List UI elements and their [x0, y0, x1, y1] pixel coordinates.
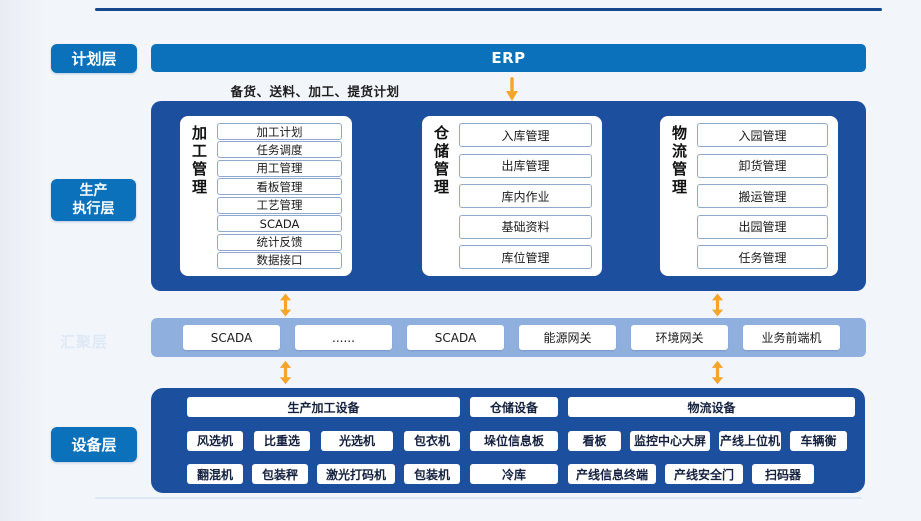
double-vertical-arrow-icon [711, 293, 724, 317]
double-vertical-arrow-icon [279, 360, 292, 385]
double-vertical-arrow-icon [279, 293, 292, 317]
device-row: 产线信息终端 产线安全门 扫码器 [568, 464, 855, 484]
device-row: 垛位信息板 [470, 430, 558, 451]
card-logistics-management: 物流管理 入园管理 卸货管理 搬运管理 出园管理 任务管理 [660, 116, 838, 276]
device-item: 监控中心大屏 [630, 430, 710, 451]
bottom-divider [95, 497, 862, 499]
device-group-warehouse: 仓储设备 垛位信息板 冷库 [470, 397, 558, 484]
device-row: 看板 监控中心大屏 产线上位机 车辆衡 [568, 430, 855, 451]
module-item: 卸货管理 [697, 153, 828, 178]
layer-label-aggregation: 汇聚层 [60, 333, 109, 351]
agg-node: 业务前端机 [743, 325, 840, 350]
module-item: SCADA [217, 215, 342, 233]
layer-label-device-text: 设备层 [71, 436, 117, 454]
device-group-logistics: 物流设备 看板 监控中心大屏 产线上位机 车辆衡 产线信息终端 产线安全门 扫码… [568, 397, 855, 484]
device-item: 包装秤 [252, 464, 308, 484]
device-item: 光选机 [321, 430, 393, 451]
aggregation-bar: SCADA ...... SCADA 能源网关 环境网关 业务前端机 [151, 318, 866, 357]
card-title-warehouse: 仓储管理 [432, 125, 450, 197]
device-item: 产线信息终端 [568, 464, 656, 484]
device-item: 包装机 [404, 464, 460, 484]
erp-bar: ERP [151, 44, 866, 72]
device-item: 垛位信息板 [470, 430, 558, 451]
module-item: 加工计划 [217, 123, 342, 140]
device-item: 产线安全门 [665, 464, 743, 484]
double-vertical-arrow-icon [711, 360, 724, 385]
device-row: 冷库 [470, 464, 558, 484]
device-group-header: 物流设备 [568, 397, 855, 417]
module-item: 搬运管理 [697, 184, 828, 208]
module-item: 入园管理 [697, 123, 828, 147]
device-item: 车辆衡 [790, 430, 847, 451]
module-item: 出库管理 [459, 153, 592, 178]
device-item: 包衣机 [404, 430, 460, 451]
agg-node: 环境网关 [631, 325, 728, 350]
module-item: 工艺管理 [217, 196, 342, 214]
card-warehouse-management: 仓储管理 入库管理 出库管理 库内作业 基础资料 库位管理 [422, 116, 602, 276]
down-arrow-icon [506, 77, 518, 101]
warehouse-module-list: 入库管理 出库管理 库内作业 基础资料 库位管理 [459, 123, 592, 269]
device-item: 看板 [568, 430, 621, 451]
module-item: 数据接口 [217, 251, 342, 269]
module-item: 统计反馈 [217, 233, 342, 251]
device-item: 产线上位机 [719, 430, 781, 451]
device-row: 风选机 比重选 光选机 包衣机 [187, 430, 460, 451]
layer-label-execution-line2: 执行层 [72, 201, 115, 217]
agg-node: ...... [295, 325, 392, 350]
layer-label-execution-line1: 生产 [79, 182, 108, 199]
device-panel: 生产加工设备 风选机 比重选 光选机 包衣机 翻混机 包装秤 激光打码机 包装机… [151, 388, 865, 493]
device-item: 冷库 [470, 464, 558, 484]
device-item: 激光打码机 [317, 464, 395, 484]
device-item: 翻混机 [187, 464, 243, 484]
agg-node: SCADA [407, 325, 504, 350]
layer-label-execution: 生产 执行层 [51, 179, 136, 221]
card-title-processing: 加工管理 [190, 125, 208, 197]
device-item: 比重选 [254, 430, 310, 451]
card-title-logistics: 物流管理 [670, 125, 688, 197]
device-group-production: 生产加工设备 风选机 比重选 光选机 包衣机 翻混机 包装秤 激光打码机 包装机 [187, 397, 460, 484]
processing-module-list: 加工计划 任务调度 用工管理 看板管理 工艺管理 SCADA 统计反馈 数据接口 [217, 123, 342, 269]
module-item: 库内作业 [459, 184, 592, 208]
layer-label-planning: 计划层 [51, 44, 137, 73]
device-row: 翻混机 包装秤 激光打码机 包装机 [187, 464, 460, 484]
module-item: 基础资料 [459, 214, 592, 239]
top-divider [95, 8, 882, 11]
module-item: 库位管理 [459, 245, 592, 269]
device-item: 扫码器 [752, 464, 814, 484]
logistics-module-list: 入园管理 卸货管理 搬运管理 出园管理 任务管理 [697, 123, 828, 269]
plan-caption: 备货、送料、加工、提货计划 [230, 84, 400, 99]
device-group-header: 生产加工设备 [187, 397, 460, 417]
module-item: 看板管理 [217, 178, 342, 196]
agg-node: SCADA [183, 325, 280, 350]
device-group-header: 仓储设备 [470, 397, 558, 417]
layer-label-device: 设备层 [51, 427, 137, 462]
module-item: 任务管理 [697, 245, 828, 269]
module-item: 入库管理 [459, 123, 592, 147]
card-processing-management: 加工管理 加工计划 任务调度 用工管理 看板管理 工艺管理 SCADA 统计反馈… [180, 116, 352, 276]
module-item: 用工管理 [217, 159, 342, 177]
device-item: 风选机 [187, 430, 243, 451]
module-item: 任务调度 [217, 141, 342, 159]
execution-panel: 加工管理 加工计划 任务调度 用工管理 看板管理 工艺管理 SCADA 统计反馈… [151, 101, 866, 291]
module-item: 出园管理 [697, 214, 828, 239]
agg-node: 能源网关 [519, 325, 616, 350]
erp-label: ERP [491, 49, 526, 67]
layer-label-planning-text: 计划层 [71, 50, 117, 68]
